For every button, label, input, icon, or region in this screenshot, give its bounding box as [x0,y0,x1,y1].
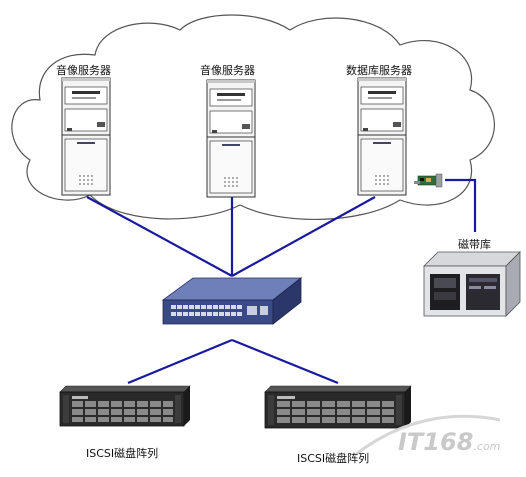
watermark-domain: .com [473,440,501,453]
watermark-brand: IT168 [398,428,474,456]
network-switch-icon [161,277,303,325]
hba-card-icon [414,173,443,188]
connections [86,178,477,385]
disk-array-1-icon [59,385,191,427]
server-3-label: 数据库服务器 [346,64,412,77]
link-server-3 [231,196,376,277]
link-server-1 [86,196,233,277]
tape-library-label: 磁带库 [458,238,491,251]
link-storage-1 [127,338,233,385]
disk-array-2-icon [264,385,412,429]
server-1-icon [61,77,111,196]
link-storage-2 [231,338,339,385]
server-2-label: 音像服务器 [200,64,255,77]
storage-1-label: ISCSI磁盘阵列 [86,447,159,460]
watermark-swoosh [354,414,501,457]
server-2-icon [206,79,256,198]
watermark-logo: IT168.com [398,428,500,456]
server-3-icon [357,77,407,196]
link-tape-library [445,178,477,232]
server-1-label: 音像服务器 [56,64,111,77]
storage-2-label: ISCSI磁盘阵列 [297,452,370,465]
tape-library-icon [423,251,521,317]
